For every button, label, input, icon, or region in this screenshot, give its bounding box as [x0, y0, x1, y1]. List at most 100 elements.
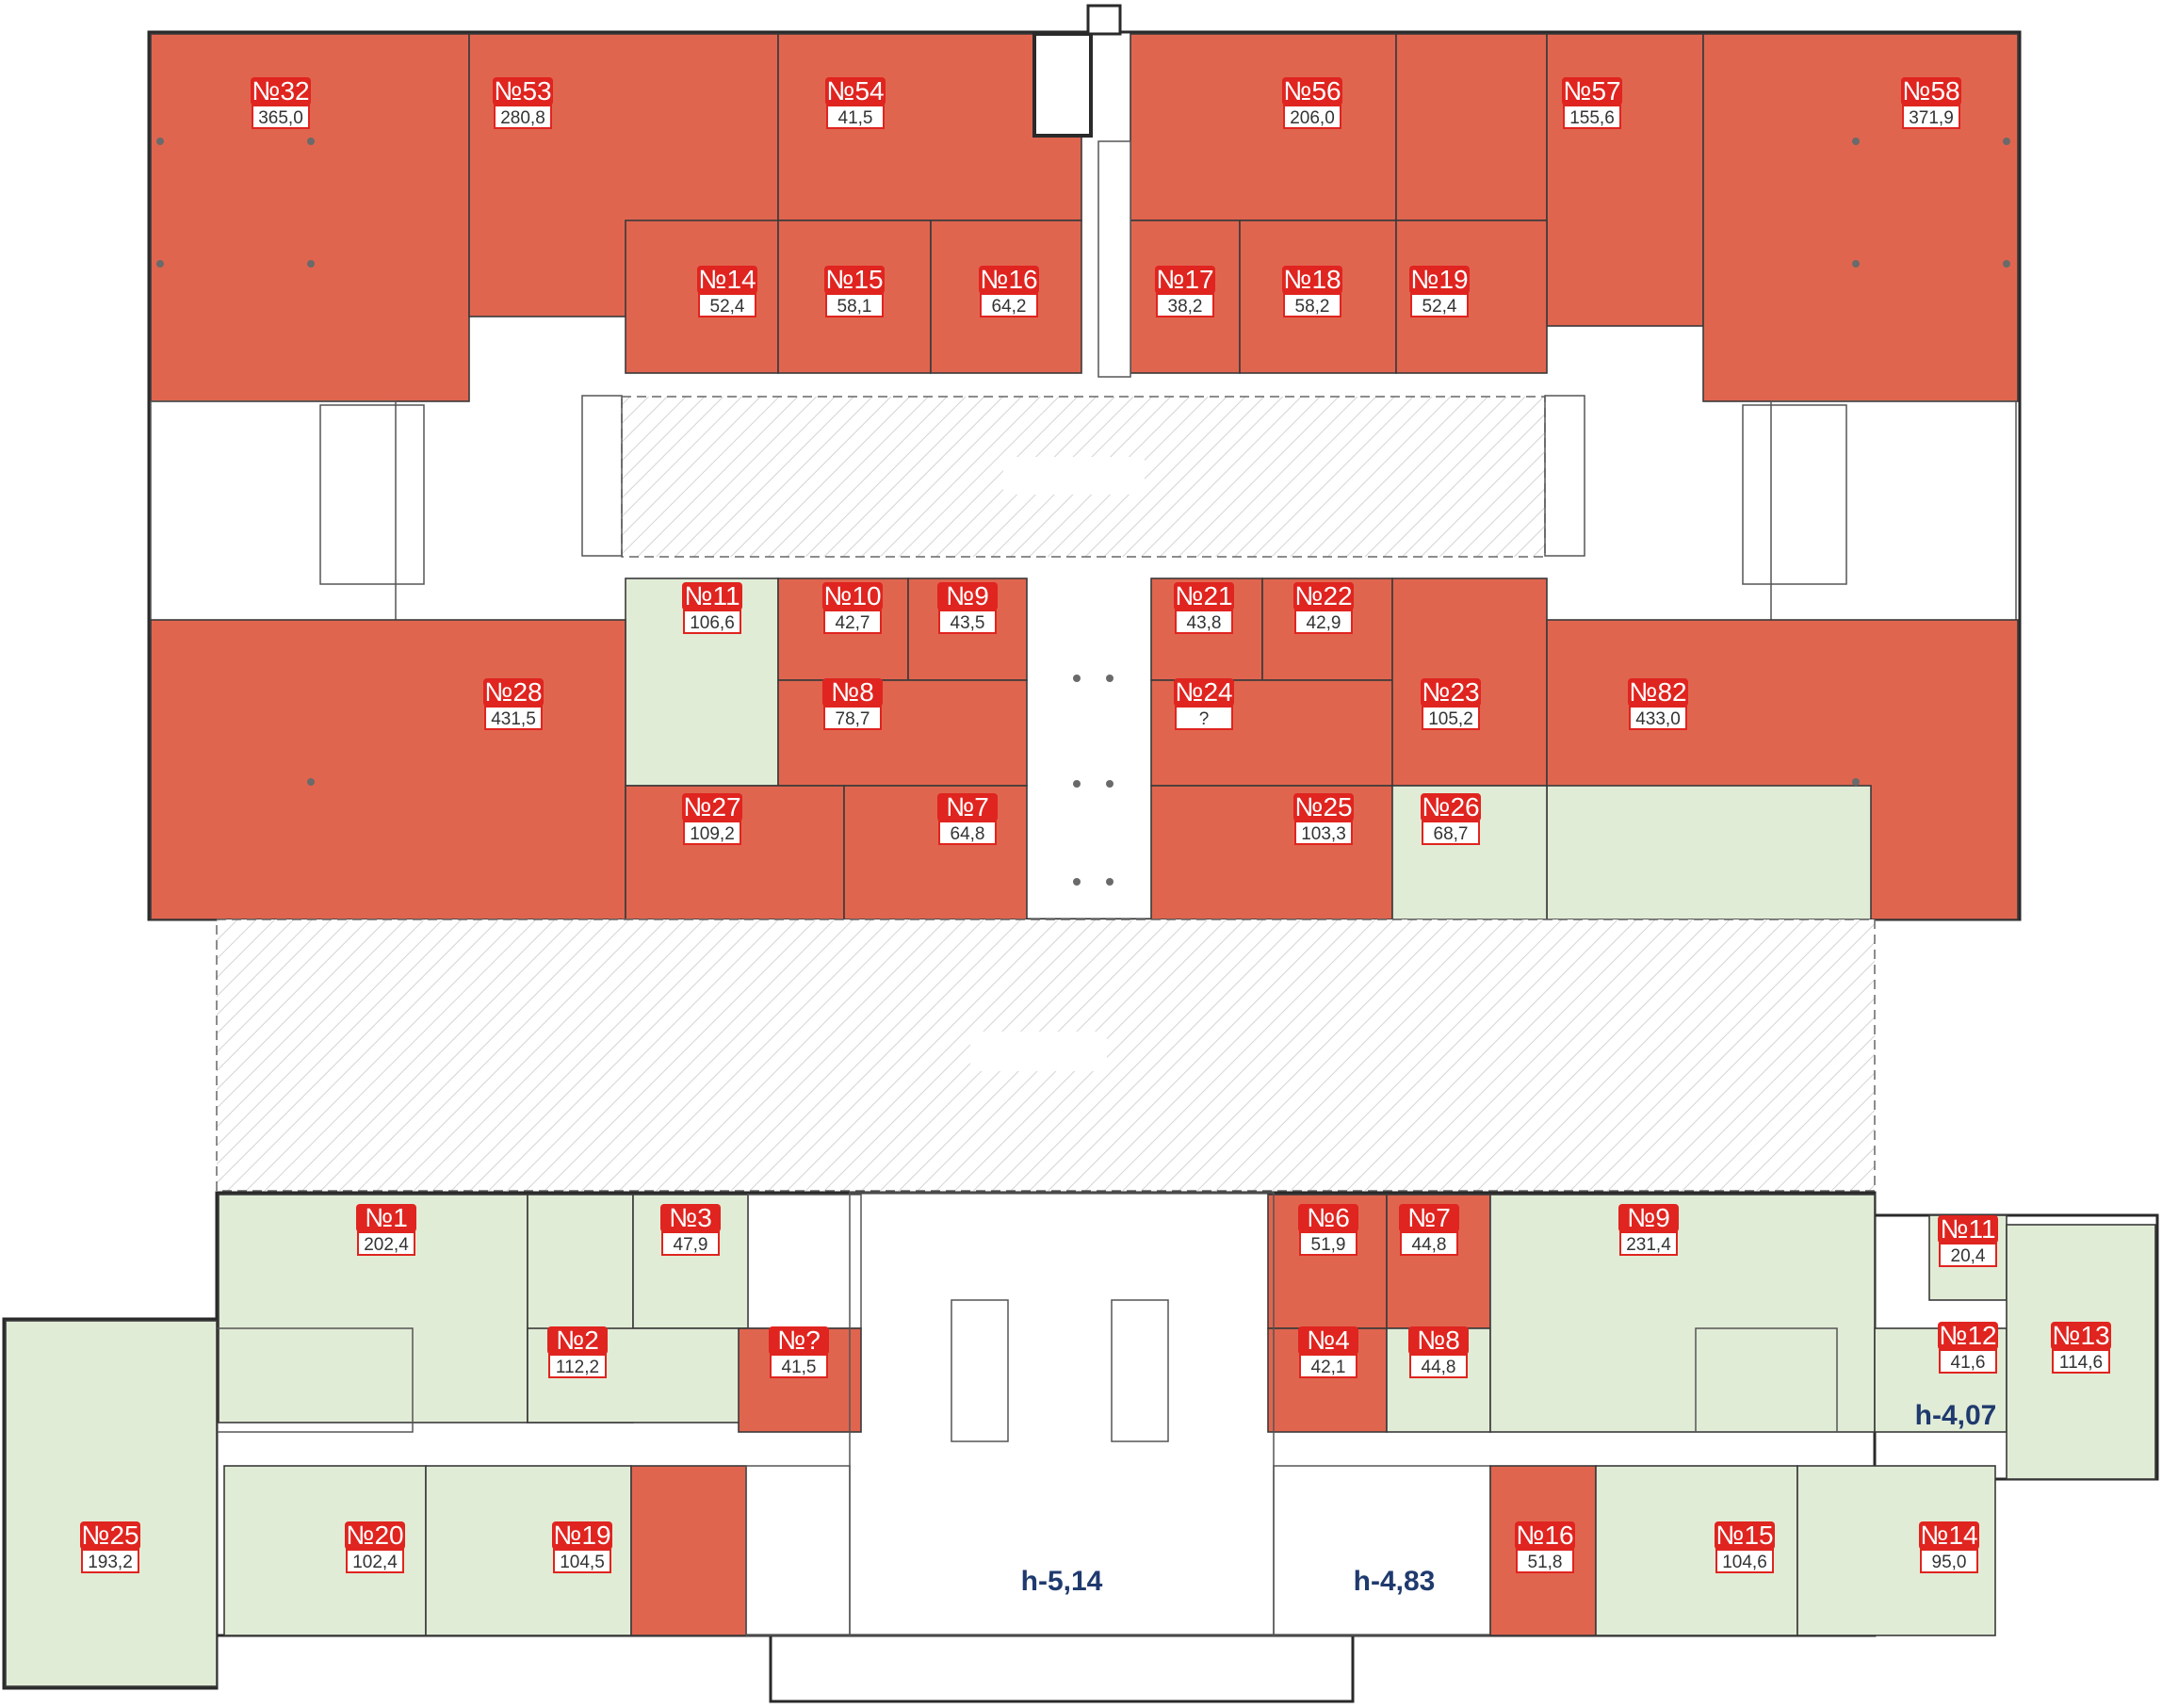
unit-number: №9 — [1627, 1203, 1670, 1232]
unit-b25[interactable] — [5, 1320, 218, 1687]
unit-label-b7: №7 44,8 — [1399, 1203, 1459, 1256]
unit-area: 114,6 — [2059, 1353, 2103, 1373]
unit-number: №53 — [494, 76, 551, 106]
unit-area: 51,8 — [1528, 1553, 1563, 1572]
unit-area: 44,8 — [1412, 1235, 1447, 1255]
unit-area: 52,4 — [1422, 297, 1457, 317]
top-corridor — [1097, 140, 1131, 378]
unit-number: №54 — [826, 76, 884, 106]
available-blank-top-right — [1546, 785, 1872, 920]
elevator-right — [1111, 1299, 1169, 1442]
unit-number: №7 — [946, 792, 989, 821]
column-markers — [156, 138, 2010, 886]
left-elevator-block — [581, 395, 623, 557]
unit-area: 102,4 — [352, 1553, 398, 1572]
unit-number: №82 — [1629, 677, 1686, 707]
unit-area: 95,0 — [1932, 1553, 1967, 1572]
unit-8-top[interactable] — [777, 679, 1028, 787]
unit-number: №8 — [1417, 1326, 1460, 1355]
unit-area: 105,2 — [1428, 709, 1473, 729]
unit-area: 64,2 — [992, 297, 1027, 317]
unit-number: №24 — [1175, 677, 1232, 707]
unit-area: 193,2 — [88, 1553, 133, 1572]
unit-area: 112,2 — [556, 1358, 599, 1377]
unit-area: 41,5 — [838, 108, 873, 128]
unit-label-u26t: №26 68,7 — [1421, 792, 1481, 845]
unit-7-top[interactable] — [843, 785, 1028, 920]
unit-label-u24t: №24? — [1174, 677, 1234, 730]
height-label-lobby-right: h-4,83 — [1354, 1566, 1436, 1597]
unit-number: №11 — [1940, 1214, 1995, 1244]
unit-number: №23 — [1422, 677, 1479, 707]
unit-area: ? — [1199, 709, 1210, 729]
unit-area: 41,5 — [782, 1358, 817, 1377]
unit-label-bq: №?41,5 — [769, 1326, 829, 1378]
unit-area: 44,8 — [1422, 1358, 1456, 1377]
top-entrance — [1086, 4, 1122, 36]
unit-number: №26 — [1422, 792, 1479, 821]
unit-area: 103,3 — [1301, 824, 1346, 844]
unit-number: №57 — [1563, 76, 1620, 106]
unit-area: 41,6 — [1951, 1353, 1986, 1373]
unit-area: 371,9 — [1909, 108, 1954, 128]
unit-occupied-bottom-blank — [630, 1465, 747, 1636]
unit-number: №14 — [1920, 1521, 1977, 1550]
unit-area: 58,2 — [1295, 297, 1330, 317]
unit-area: 43,8 — [1187, 613, 1222, 633]
unit-number: №3 — [669, 1203, 712, 1232]
unit-area: 206,0 — [1290, 108, 1335, 128]
unit-area: 106,6 — [690, 613, 735, 633]
bottom-entrance — [769, 1634, 1355, 1703]
unit-area: 68,7 — [1434, 824, 1469, 844]
unit-number: №25 — [81, 1521, 138, 1550]
unit-area: 52,4 — [710, 297, 745, 317]
elevator-left — [951, 1299, 1009, 1442]
unit-56[interactable] — [1130, 33, 1397, 221]
unit-b9[interactable] — [1489, 1194, 1876, 1433]
unit-number: №4 — [1307, 1326, 1350, 1355]
unit-number: №25 — [1294, 792, 1352, 821]
unit-area: 20,4 — [1951, 1246, 1986, 1266]
lobby-center — [849, 1192, 1275, 1636]
unit-number: №12 — [1939, 1321, 1996, 1350]
unit-area: 280,8 — [500, 108, 545, 128]
unit-area: 43,5 — [951, 613, 985, 633]
unit-area: 365,0 — [258, 108, 303, 128]
unit-number: №32 — [252, 76, 309, 106]
unit-58[interactable] — [1702, 33, 2019, 402]
unit-number: №1 — [365, 1203, 408, 1232]
unit-number: №18 — [1283, 265, 1341, 294]
unit-b15[interactable] — [1595, 1465, 1798, 1636]
unit-28[interactable] — [150, 619, 626, 920]
unit-number: №56 — [1283, 76, 1341, 106]
unit-number: №2 — [556, 1326, 599, 1355]
unit-number: №7 — [1407, 1203, 1451, 1232]
unit-25-top[interactable] — [1150, 785, 1393, 920]
unit-area: 42,7 — [836, 613, 870, 633]
unit-number: №22 — [1294, 581, 1352, 610]
unit-number: №20 — [346, 1521, 403, 1550]
